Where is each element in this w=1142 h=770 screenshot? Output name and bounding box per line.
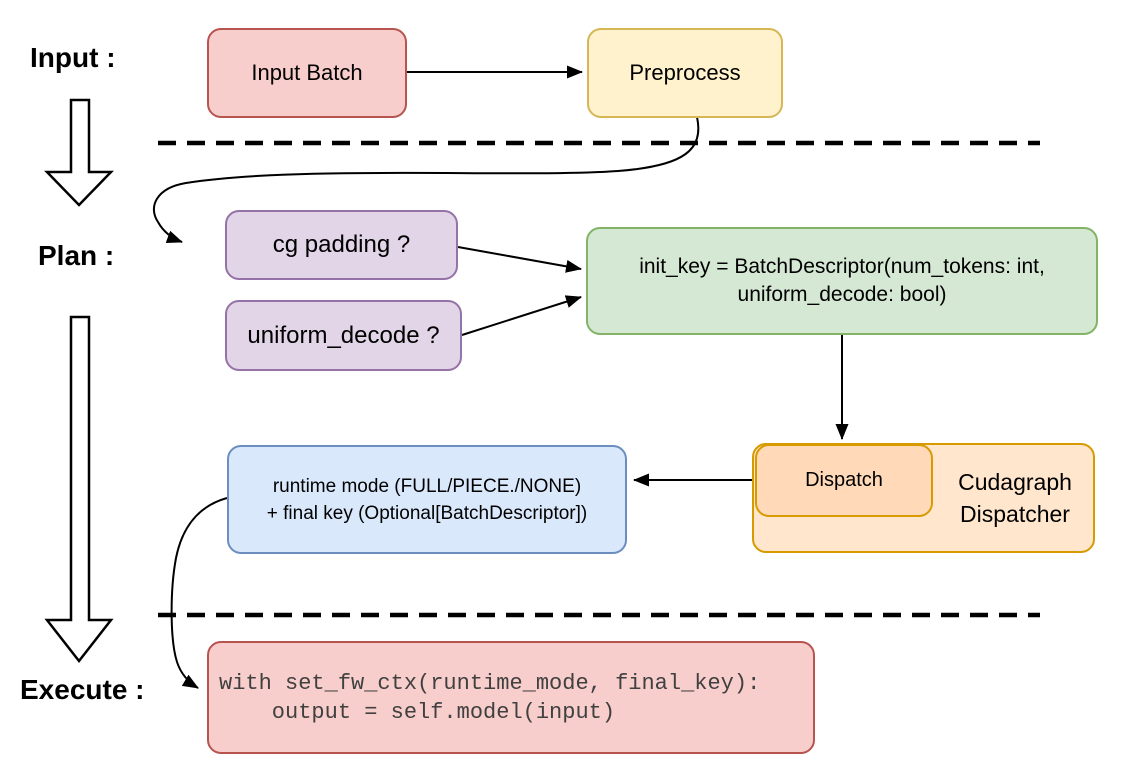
stage-arrow-plan-to-execute-icon	[44, 315, 114, 664]
cudagraph-label-line1: Cudagraph	[958, 469, 1072, 495]
stage-label-input: Input :	[30, 42, 116, 73]
node-init-key-line2: uniform_decode: bool)	[737, 283, 947, 306]
execute-code-line2: output = self.model(input)	[219, 699, 616, 725]
node-cudagraph-dispatcher-label: Cudagraph Dispatcher	[935, 443, 1095, 553]
node-runtime-mode: runtime mode (FULL/PIECE./NONE) + final …	[227, 445, 627, 554]
node-preprocess: Preprocess	[587, 28, 783, 118]
stage-arrow-input-to-plan-icon	[44, 98, 114, 207]
stage-label-execute: Execute :	[20, 674, 145, 705]
execute-code-line1: with set_fw_ctx(runtime_mode, final_key)…	[219, 670, 761, 696]
node-input-batch-label: Input Batch	[251, 60, 363, 85]
node-preprocess-label: Preprocess	[629, 60, 741, 85]
node-cg-padding-label: cg padding ?	[272, 231, 411, 258]
node-input-batch: Input Batch	[207, 28, 407, 118]
node-init-key-line1: init_key = BatchDescriptor(num_tokens: i…	[639, 255, 1045, 278]
node-execute-code: with set_fw_ctx(runtime_mode, final_key)…	[207, 641, 815, 754]
arrow-cg-padding-to-init-key	[457, 246, 582, 273]
arrow-runtime-mode-to-execute-code	[170, 497, 228, 689]
cudagraph-label-line2: Dispatcher	[960, 501, 1070, 527]
node-cg-padding: cg padding ?	[225, 210, 458, 280]
stage-label-plan: Plan :	[38, 240, 115, 271]
node-init-key: init_key = BatchDescriptor(num_tokens: i…	[586, 227, 1098, 335]
arrow-uniform-decode-to-init-key	[461, 295, 582, 336]
node-uniform-decode: uniform_decode ?	[225, 300, 462, 371]
node-dispatch-label: Dispatch	[805, 469, 883, 491]
node-uniform-decode-label: uniform_decode ?	[247, 321, 440, 349]
arrow-preprocess-to-cg-padding	[153, 116, 700, 243]
node-dispatch: Dispatch	[755, 444, 933, 517]
node-runtime-mode-line1: runtime mode (FULL/PIECE./NONE)	[272, 475, 582, 497]
node-runtime-mode-line2: + final key (Optional[BatchDescriptor])	[266, 502, 588, 524]
